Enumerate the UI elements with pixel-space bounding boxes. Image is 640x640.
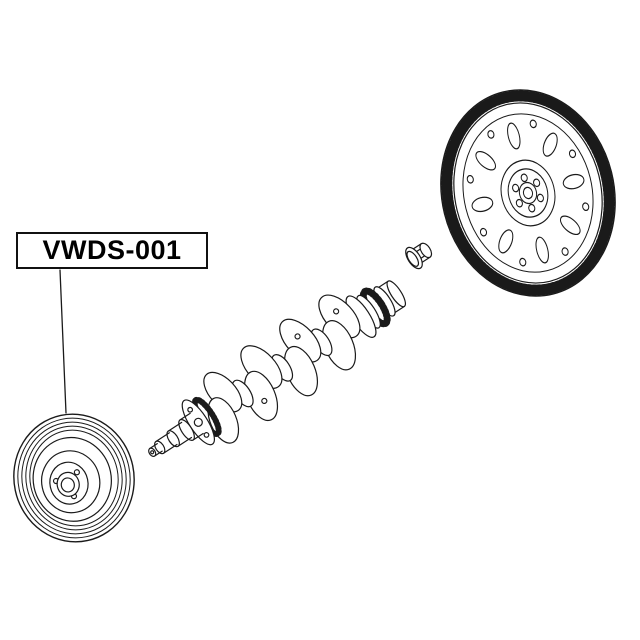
flywheel-ring-gear-teeth: [441, 90, 615, 296]
crankshaft-pulley: [13, 413, 135, 543]
flywheel: [440, 89, 616, 297]
leader-line: [59, 269, 67, 414]
part-label-text: VWDS-001: [42, 235, 182, 265]
flywheel-face-details: [466, 119, 590, 267]
pulley-grooves: [17, 417, 131, 539]
part-label: VWDS-001: [16, 232, 208, 269]
washer-bolt: [405, 242, 433, 270]
crankshaft: [148, 280, 407, 457]
